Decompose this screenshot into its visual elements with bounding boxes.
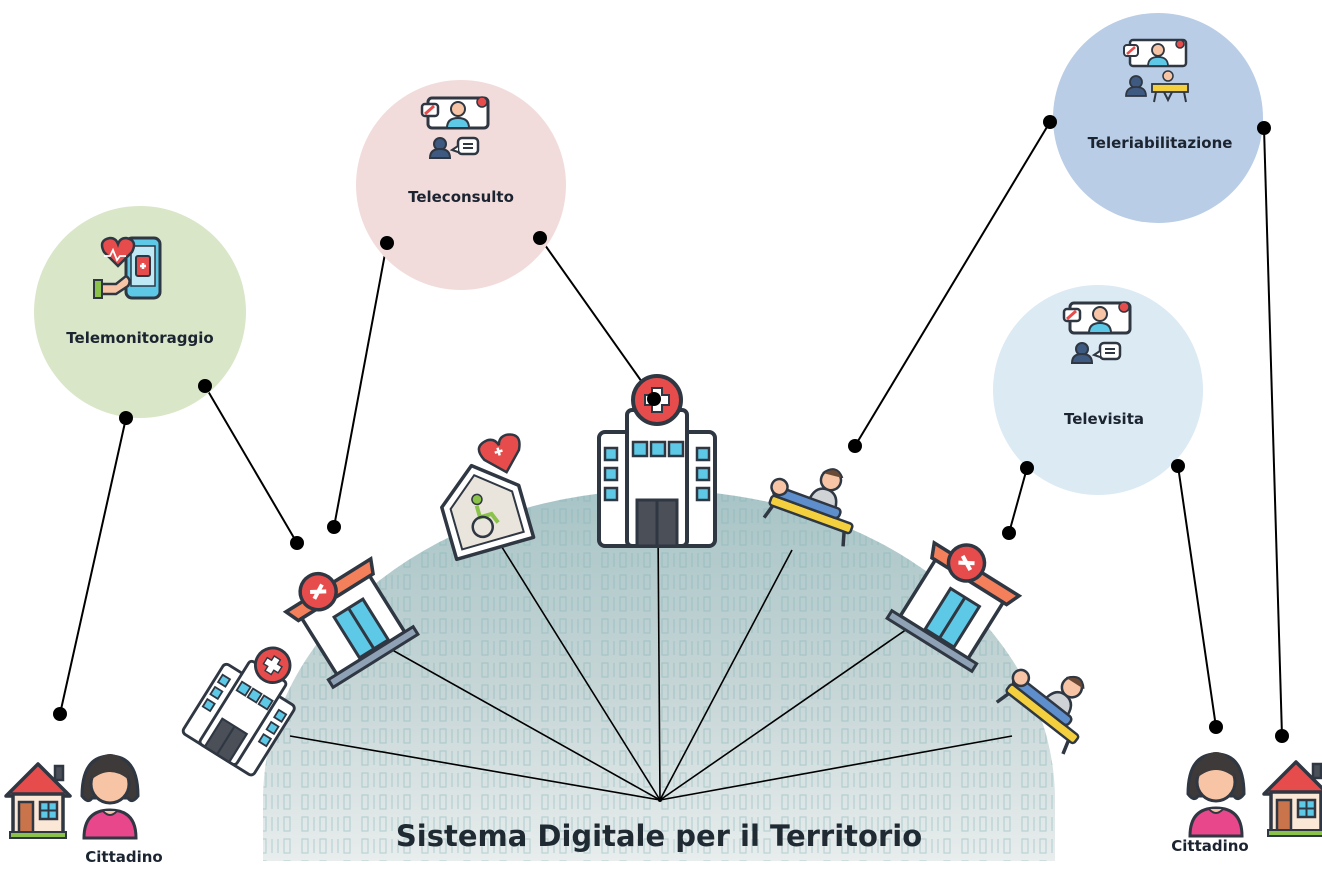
service-televisita[interactable]: Televisita bbox=[993, 285, 1203, 495]
service-label: Teleconsulto bbox=[408, 188, 514, 206]
citizen-right-icon bbox=[1186, 750, 1246, 838]
citizen-left-icon bbox=[80, 752, 140, 840]
service-label: Telemonitoraggio bbox=[66, 329, 213, 347]
citizen-right-label: Cittadino bbox=[1171, 837, 1248, 855]
service-label: Teleriabilitazione bbox=[1088, 134, 1233, 152]
hub-spokes bbox=[289, 527, 1013, 801]
connector-dots bbox=[53, 115, 1289, 743]
citizen-left-label: Cittadino bbox=[85, 848, 162, 866]
service-telemonitoraggio[interactable]: Telemonitoraggio bbox=[34, 206, 246, 418]
house-right-icon bbox=[1262, 760, 1322, 838]
diagram-title: Sistema Digitale per il Territorio bbox=[396, 819, 922, 853]
service-circle-bg bbox=[1053, 13, 1263, 223]
service-teleriabilitazione[interactable]: Teleriabilitazione bbox=[1053, 13, 1263, 223]
service-circle-bg bbox=[34, 206, 246, 418]
connector-lines bbox=[59, 121, 1283, 737]
service-circle-bg bbox=[993, 285, 1203, 495]
service-label: Televisita bbox=[1064, 410, 1144, 428]
hub-point bbox=[658, 798, 662, 802]
service-teleconsulto[interactable]: Teleconsulto bbox=[356, 80, 566, 290]
service-circle-bg bbox=[356, 80, 566, 290]
house-left-icon bbox=[4, 762, 72, 840]
